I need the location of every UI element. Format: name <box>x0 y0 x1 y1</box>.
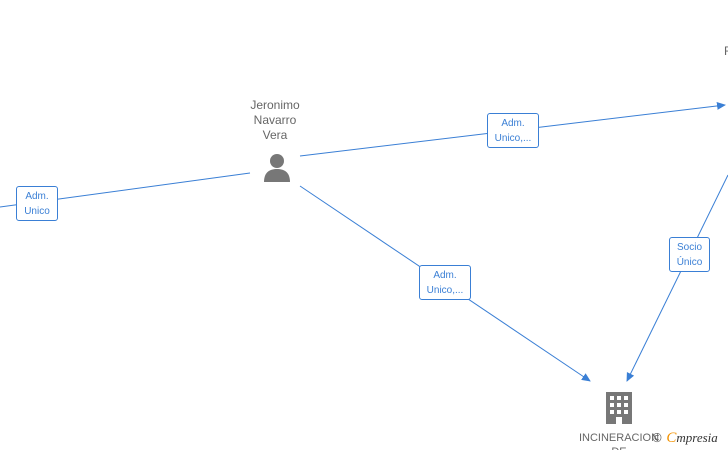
edge-label-line: Socio <box>676 242 702 253</box>
edge-right <box>626 174 728 382</box>
person-name-line: Navarro <box>253 113 297 127</box>
edge-label-top-right[interactable]: Adm. Unico,... <box>487 113 539 148</box>
company-name: INCINERACION DE <box>560 431 678 450</box>
person-name-line: Jeronimo <box>250 98 300 112</box>
company-name-line: INCINERACION <box>578 432 660 444</box>
edge-label-line: Adm. <box>501 118 525 129</box>
offscreen-node-label: F <box>724 44 728 58</box>
edge-label-line: Adm. <box>25 191 49 202</box>
person-name: Jeronimo Navarro Vera <box>235 98 315 143</box>
person-icon <box>264 154 290 182</box>
edge-label-left[interactable]: Adm. Unico <box>16 186 58 221</box>
brand-logo-text: mpresia <box>676 430 718 445</box>
person-name-line: Vera <box>262 128 288 142</box>
edge-label-line: Adm. <box>433 270 457 281</box>
brand-logo-letter: C <box>666 430 677 446</box>
edge-label-middle[interactable]: Adm. Unico,... <box>419 265 471 300</box>
edge-label-line: Único <box>676 257 703 268</box>
copyright-symbol: © <box>651 431 663 445</box>
company-name-line: DE <box>560 445 678 450</box>
empresia-watermark: © Cmpresia <box>651 430 718 447</box>
edge-label-line: Unico,... <box>494 133 532 144</box>
edge-label-right[interactable]: Socio Único <box>669 237 710 272</box>
edge-label-line: Unico <box>24 206 50 217</box>
building-icon <box>606 392 632 424</box>
edge-label-line: Unico,... <box>426 285 464 296</box>
